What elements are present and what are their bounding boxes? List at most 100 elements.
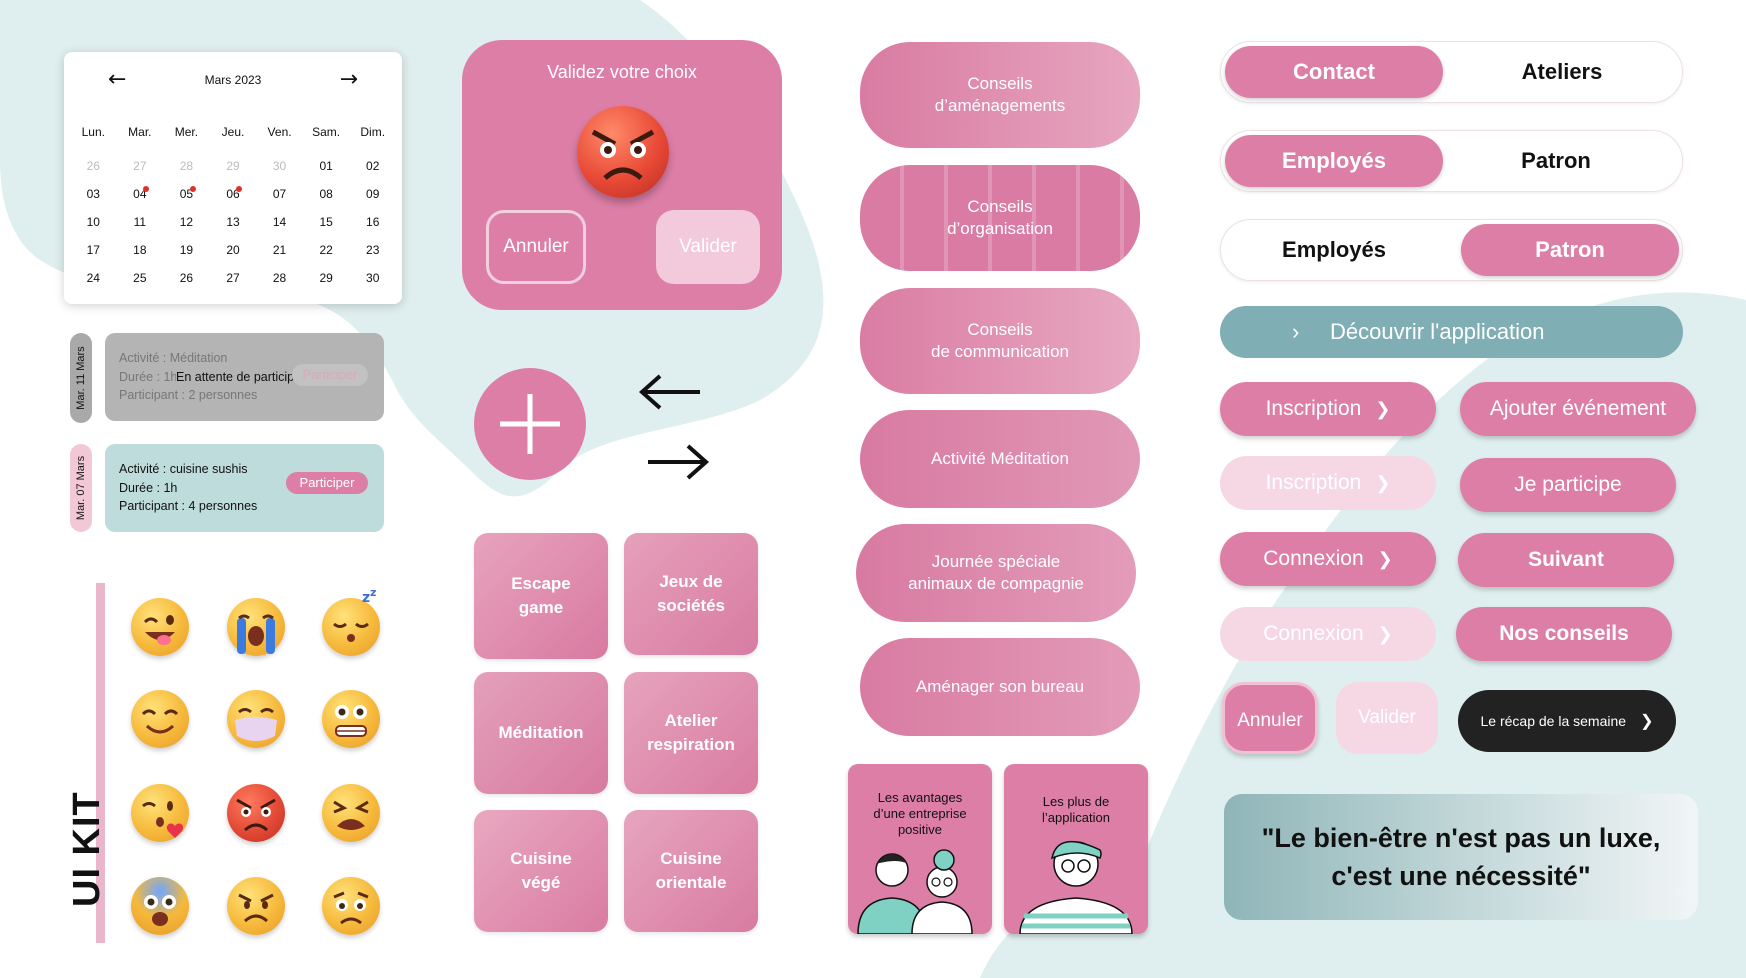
login-button-disabled[interactable]: Connexion❯	[1220, 607, 1436, 661]
weekday-label: Lun.	[81, 125, 105, 139]
calendar-day[interactable]: 16	[366, 215, 380, 229]
tile-meditation[interactable]: Méditation	[474, 672, 608, 794]
chevron-right-icon: ›	[1292, 319, 1300, 344]
tired-emoji[interactable]	[322, 784, 380, 842]
button-label: Le récap de la semaine	[1480, 713, 1627, 729]
weekday-label: Ven.	[267, 125, 292, 139]
toggle-option[interactable]: Ateliers	[1521, 59, 1603, 84]
calendar-day[interactable]: 15	[319, 215, 333, 229]
kissing-emoji[interactable]	[131, 784, 189, 842]
advice-office[interactable]: Aménager son bureau	[860, 638, 1140, 736]
calendar-day[interactable]: 28	[272, 271, 287, 285]
angry-emoji[interactable]	[227, 784, 285, 842]
toggle-option-active[interactable]: Employés	[1225, 135, 1443, 187]
toggle-employees-boss-alt: Employés Patron	[1220, 219, 1683, 281]
cancel-button[interactable]: Annuler	[486, 210, 586, 284]
calendar-day[interactable]: 12	[179, 215, 194, 229]
calendar-day[interactable]: 29	[226, 159, 240, 173]
calendar-day[interactable]: 29	[319, 271, 333, 285]
activity-card: Activité : cuisine sushis Durée : 1h Par…	[105, 444, 384, 532]
calendar-day[interactable]: 08	[319, 187, 333, 201]
our-advice-button[interactable]: Nos conseils	[1456, 607, 1672, 661]
calendar-day[interactable]: 26	[179, 271, 194, 285]
grimacing-emoji[interactable]	[322, 690, 380, 748]
signup-button[interactable]: Inscription❯	[1220, 382, 1436, 436]
calendar-day[interactable]: 26	[86, 159, 100, 173]
calendar-day[interactable]: 19	[179, 243, 194, 257]
participate-button[interactable]: Participer	[286, 472, 368, 494]
calendar-day[interactable]: 27	[226, 271, 240, 285]
calendar-day[interactable]: 18	[133, 243, 147, 257]
calendar-day[interactable]: 14	[272, 215, 287, 229]
login-button[interactable]: Connexion❯	[1220, 532, 1436, 586]
toggle-employees-boss: Employés Patron	[1220, 130, 1683, 192]
angry-frown-emoji[interactable]	[227, 877, 285, 935]
winking-tongue-emoji[interactable]	[131, 598, 189, 656]
card-positive-company[interactable]: Les avantages d’une entreprise positive	[848, 764, 992, 934]
arrow-left-icon[interactable]: ←	[108, 67, 127, 92]
arrow-right-icon[interactable]	[644, 442, 710, 482]
weekly-recap-button[interactable]: Le récap de la semaine❯	[1458, 690, 1676, 752]
waiting-label: En attente de participant ...	[176, 367, 326, 386]
calendar-day[interactable]: 10	[86, 215, 100, 229]
mask-emoji[interactable]	[227, 690, 285, 748]
calendar-day-event[interactable]: 06	[210, 180, 257, 208]
arrow-left-icon[interactable]	[638, 372, 704, 412]
calendar-day[interactable]: 22	[319, 243, 333, 257]
confirm-button-disabled[interactable]: Valider	[1336, 682, 1438, 754]
arrow-right-icon[interactable]: →	[339, 67, 358, 92]
participate-button-disabled[interactable]: Participer	[292, 364, 368, 386]
calendar-day[interactable]: 24	[86, 271, 100, 285]
add-button[interactable]	[474, 368, 586, 480]
calendar-day[interactable]: 23	[366, 243, 380, 257]
signup-button-disabled[interactable]: Inscription❯	[1220, 456, 1436, 510]
toggle-option[interactable]: Patron	[1521, 148, 1591, 173]
calendar-day-event[interactable]: 04	[117, 180, 164, 208]
fearful-emoji[interactable]	[131, 877, 189, 935]
calendar-day[interactable]: 07	[272, 187, 287, 201]
worried-emoji[interactable]	[322, 877, 380, 935]
toggle-option-active[interactable]: Contact	[1225, 46, 1443, 98]
discover-app-button[interactable]: › Découvrir l'application	[1220, 306, 1683, 358]
advice-meditation[interactable]: Activité Méditation	[860, 410, 1140, 508]
next-button[interactable]: Suivant	[1458, 533, 1674, 587]
confirm-button[interactable]: Valider	[656, 210, 760, 284]
calendar-day[interactable]: 11	[133, 215, 147, 229]
calendar-day[interactable]: 27	[133, 159, 147, 173]
calendar-day[interactable]: 30	[272, 159, 287, 173]
calendar-day[interactable]: 28	[179, 159, 194, 173]
add-event-button[interactable]: Ajouter événement	[1460, 382, 1696, 436]
tile-label: Cuisine	[510, 849, 572, 868]
calendar-day[interactable]: 13	[226, 215, 240, 229]
calendar-day[interactable]: 17	[86, 243, 100, 257]
calendar-day[interactable]: 02	[366, 159, 380, 173]
calendar-day[interactable]: 25	[133, 271, 147, 285]
calendar-day[interactable]: 20	[226, 243, 240, 257]
toggle-option-active[interactable]: Patron	[1461, 224, 1679, 276]
smiling-emoji[interactable]	[131, 690, 189, 748]
calendar-day[interactable]: 01	[319, 159, 333, 173]
advice-label: de communication	[931, 342, 1069, 361]
calendar-day[interactable]: 03	[86, 187, 100, 201]
quote-card: "Le bien-être n'est pas un luxe, c'est u…	[1224, 794, 1698, 920]
loudly-crying-emoji[interactable]	[227, 598, 285, 656]
advice-label: Journée spéciale	[931, 552, 1061, 571]
join-button[interactable]: Je participe	[1460, 458, 1676, 512]
toggle-option[interactable]: Employés	[1282, 237, 1386, 262]
calendar-day[interactable]: 30	[366, 271, 380, 285]
calendar-day[interactable]: 21	[272, 243, 287, 257]
cancel-button[interactable]: Annuler	[1222, 682, 1318, 754]
calendar-day-event[interactable]: 05	[163, 180, 210, 208]
calendar-day[interactable]: 09	[366, 187, 380, 201]
card-app-benefits[interactable]: Les plus de l’application	[1004, 764, 1148, 934]
